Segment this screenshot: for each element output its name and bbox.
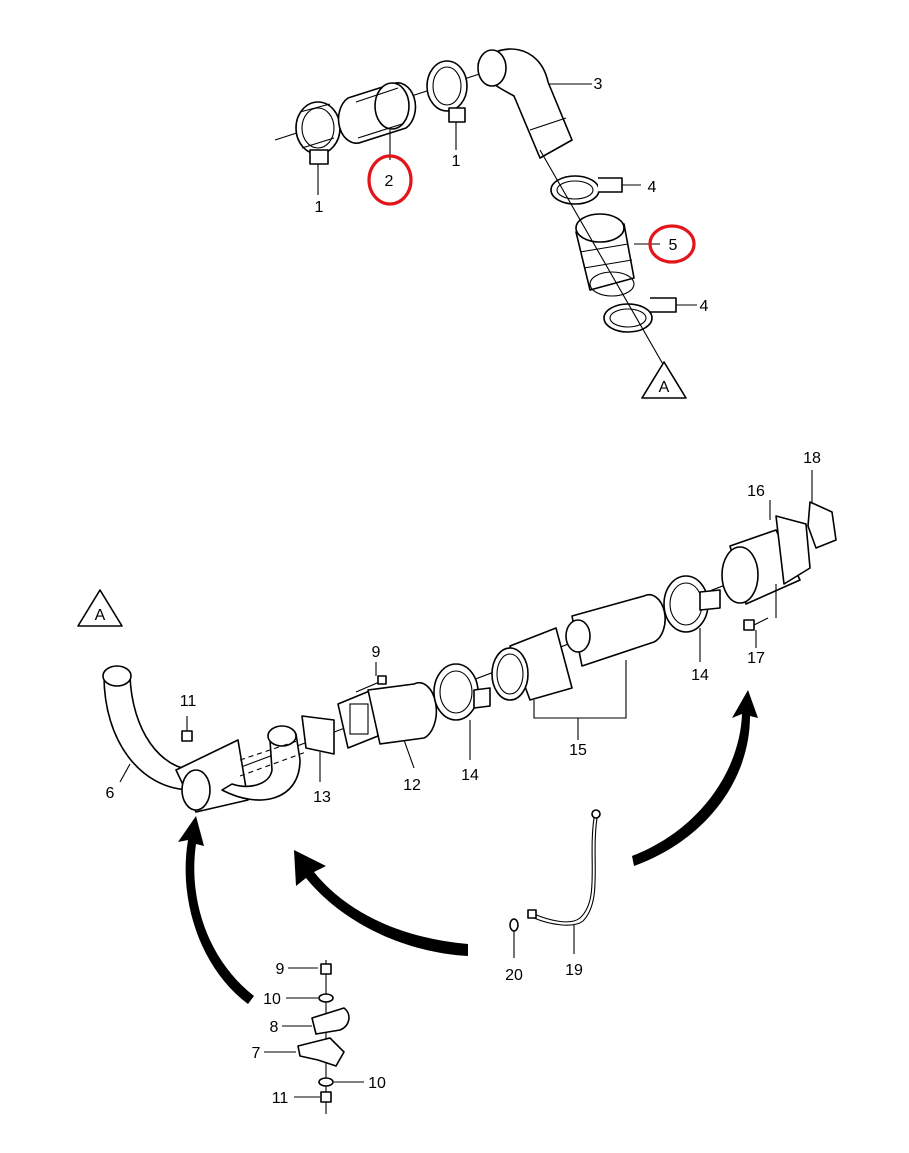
callout-11-upper: 11 bbox=[180, 693, 197, 710]
arrow-to-outlet bbox=[632, 690, 758, 866]
part-2-coupling bbox=[337, 82, 417, 144]
callout-labels: 1 2 1 3 4 5 4 9 11 6 13 12 14 15 14 17 1… bbox=[106, 76, 821, 1107]
callout-16: 16 bbox=[747, 483, 765, 500]
callout-19: 19 bbox=[565, 962, 583, 979]
direction-arrows bbox=[178, 690, 758, 1004]
arrow-to-pipe bbox=[178, 816, 254, 1004]
callout-4-upper: 4 bbox=[648, 179, 657, 196]
callout-13: 13 bbox=[313, 789, 331, 806]
callout-8: 8 bbox=[270, 1019, 279, 1036]
part-11-nut-lower bbox=[320, 1091, 332, 1103]
reference-a-bottom: A bbox=[77, 589, 123, 627]
part-18-gasket bbox=[807, 470, 837, 549]
part-8-clamp bbox=[311, 1007, 350, 1035]
callout-3: 3 bbox=[594, 76, 603, 93]
part-4-clamp-lower bbox=[603, 297, 697, 333]
callout-1-right: 1 bbox=[452, 153, 461, 170]
callout-A-top: A bbox=[659, 379, 670, 396]
callout-2: 2 bbox=[385, 173, 394, 190]
callout-9-upper: 9 bbox=[372, 644, 381, 661]
part-11-nut-upper bbox=[181, 716, 193, 742]
bottom-assembly bbox=[102, 470, 837, 1114]
part-12-flange-adapter bbox=[337, 682, 438, 769]
part-17-bolt bbox=[743, 617, 769, 648]
arrow-to-flange bbox=[294, 850, 468, 956]
part-20-ring bbox=[509, 918, 519, 958]
top-assembly bbox=[274, 48, 697, 367]
callout-11-lower: 11 bbox=[272, 1090, 289, 1107]
part-4-clamp-upper bbox=[550, 175, 641, 205]
part-flange-elbow bbox=[175, 725, 307, 813]
part-9-bolt-upper bbox=[355, 662, 387, 693]
callout-20: 20 bbox=[505, 967, 523, 984]
callout-14-left: 14 bbox=[461, 767, 479, 784]
callout-1-left: 1 bbox=[315, 199, 324, 216]
part-13-gasket bbox=[301, 715, 335, 782]
callout-5: 5 bbox=[669, 237, 678, 254]
part-10-washer-lower bbox=[318, 1077, 334, 1087]
part-14-clamp-left bbox=[433, 663, 491, 760]
highlight-marks bbox=[367, 154, 696, 264]
callout-9-lower: 9 bbox=[276, 961, 285, 978]
part-3-elbow-pipe bbox=[477, 48, 592, 159]
part-1-hose-clamp-left bbox=[295, 101, 341, 165]
callout-6: 6 bbox=[106, 785, 115, 802]
callout-7: 7 bbox=[252, 1045, 261, 1062]
highlight-circle-2 bbox=[367, 154, 413, 206]
reference-a-top: A bbox=[641, 361, 687, 399]
part-10-washer-upper bbox=[318, 993, 334, 1003]
callout-17: 17 bbox=[747, 650, 765, 667]
part-15-pipe-set bbox=[491, 594, 666, 740]
part-16-outlet-flange bbox=[721, 500, 811, 618]
callout-15: 15 bbox=[569, 742, 587, 759]
part-19-cable bbox=[527, 809, 601, 954]
callout-4-lower: 4 bbox=[700, 298, 709, 315]
callout-12: 12 bbox=[403, 777, 421, 794]
callout-18: 18 bbox=[803, 450, 821, 467]
callout-A-bottom: A bbox=[95, 607, 106, 624]
callout-14-right: 14 bbox=[691, 667, 709, 684]
part-9-bolt-lower bbox=[320, 963, 332, 975]
bracket-detail bbox=[264, 960, 364, 1114]
part-14-clamp-right bbox=[663, 575, 721, 662]
part-1-hose-clamp-right bbox=[426, 60, 468, 123]
part-5-coupling bbox=[575, 213, 660, 297]
highlight-circle-5 bbox=[648, 224, 696, 264]
callout-10-upper: 10 bbox=[263, 991, 281, 1008]
callout-10-lower: 10 bbox=[368, 1075, 386, 1092]
part-7-bracket bbox=[297, 1037, 345, 1067]
